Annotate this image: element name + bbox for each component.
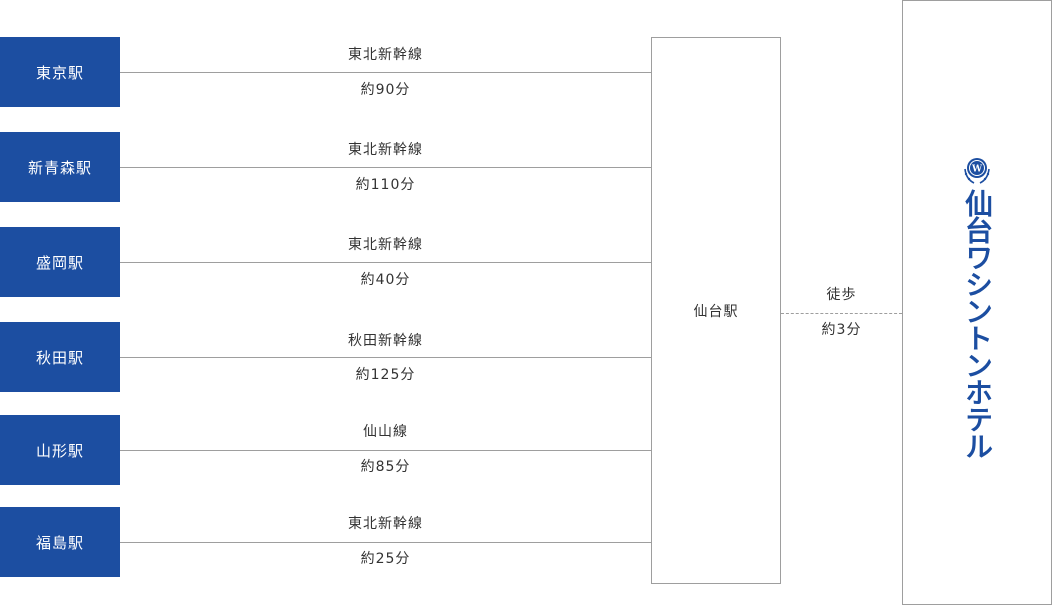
origin-station-box: 山形駅 <box>0 415 120 485</box>
hub-station-name: 仙台駅 <box>693 303 739 320</box>
route-line-name: 東北新幹線 <box>348 47 423 63</box>
walk-connector <box>781 313 902 314</box>
svg-text:W: W <box>971 165 983 175</box>
route-travel-time: 約40分 <box>360 272 411 288</box>
origin-station-box: 福島駅 <box>0 507 120 577</box>
route-connector <box>120 450 651 451</box>
route-connector <box>120 542 651 543</box>
route-line-name: 東北新幹線 <box>348 237 423 253</box>
route-connector <box>120 357 651 358</box>
origin-station-box: 盛岡駅 <box>0 227 120 297</box>
washington-hotel-emblem-icon: W <box>964 158 990 184</box>
route-line-name: 東北新幹線 <box>348 516 423 532</box>
route-travel-time: 約90分 <box>360 82 411 98</box>
route-travel-time: 約85分 <box>360 459 411 475</box>
origin-station-box: 秋田駅 <box>0 322 120 392</box>
walk-mode-label: 徒歩 <box>826 287 857 303</box>
route-travel-time: 約125分 <box>355 367 416 383</box>
origin-station-box: 東京駅 <box>0 37 120 107</box>
route-connector <box>120 262 651 263</box>
route-travel-time: 約25分 <box>360 551 411 567</box>
route-line-name: 仙山線 <box>363 424 408 440</box>
route-connector <box>120 72 651 73</box>
origin-station-box: 新青森駅 <box>0 132 120 202</box>
route-travel-time: 約110分 <box>355 177 416 193</box>
route-line-name: 東北新幹線 <box>348 142 423 158</box>
hotel-name: 仙台ワシントンホテル <box>961 189 994 459</box>
walk-time-label: 約3分 <box>821 322 862 338</box>
route-line-name: 秋田新幹線 <box>348 333 423 349</box>
hub-station-box: 仙台駅 <box>651 37 781 584</box>
route-connector <box>120 167 651 168</box>
hotel-box: W 仙台ワシントンホテル <box>902 0 1052 605</box>
